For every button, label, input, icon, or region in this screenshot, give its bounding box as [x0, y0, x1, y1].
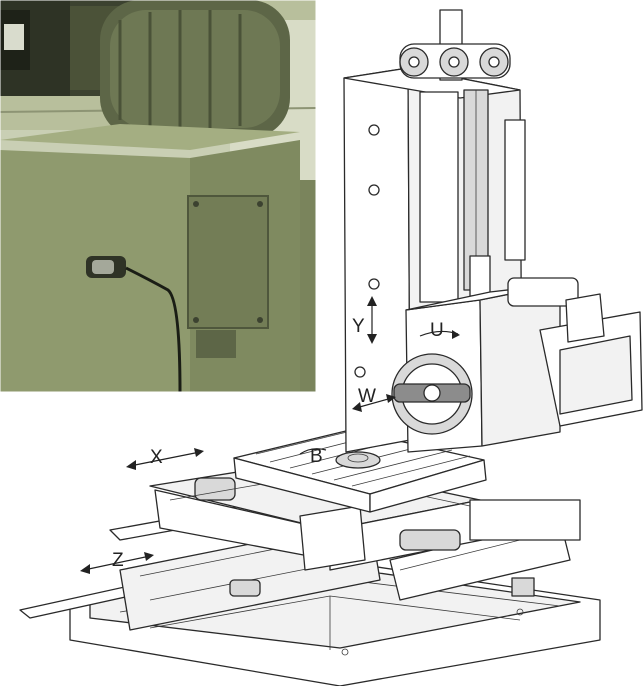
right-side-housing — [469, 293, 643, 597]
axis-label-y: Y — [352, 316, 365, 337]
motor-icon — [0, 0, 290, 138]
gearbox-housing — [0, 124, 316, 392]
axis-label-u: U — [430, 320, 444, 341]
axis-arrows — [80, 296, 460, 574]
headstock — [391, 277, 579, 453]
counterweight-pulleys — [399, 9, 526, 261]
motor-photo-inset — [0, 0, 317, 393]
accelerometer-sensor-icon — [86, 256, 182, 393]
rotary-table-b — [233, 425, 487, 513]
axis-label-x: X — [150, 447, 163, 468]
machine-line-drawing: X Z Y W U B — [19, 9, 643, 686]
axis-label-z: Z — [112, 550, 124, 571]
axis-label-w: W — [358, 386, 376, 407]
axis-label-b: B — [310, 446, 323, 467]
